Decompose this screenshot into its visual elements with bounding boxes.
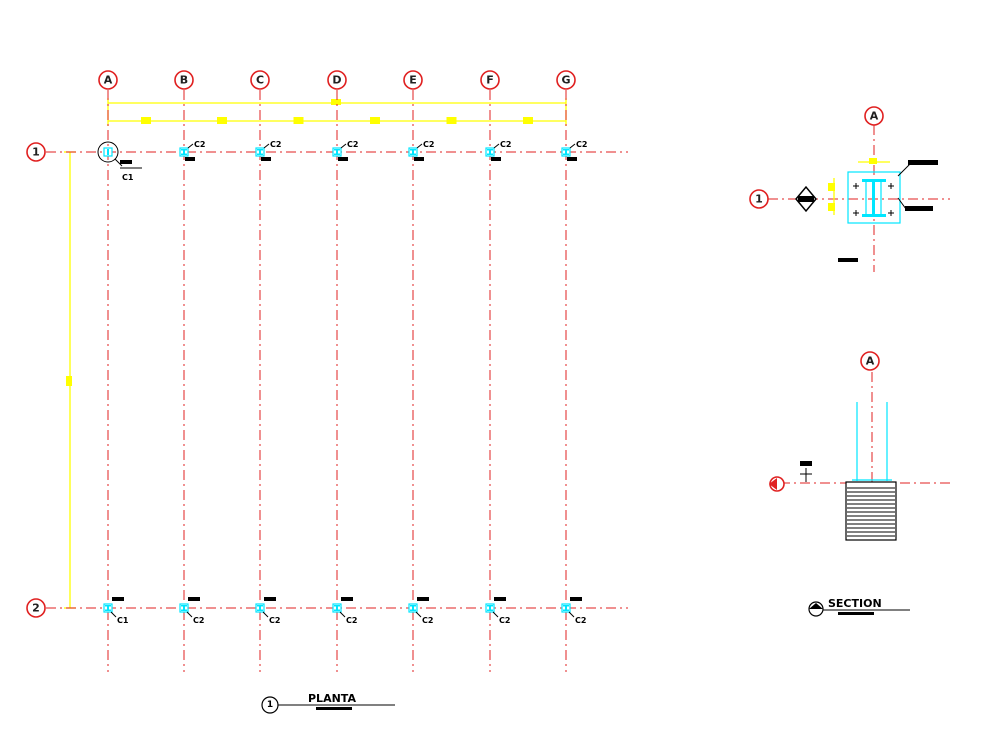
column-C2: C2 <box>485 597 510 625</box>
column-callout: C1 <box>97 141 142 182</box>
column-tag: C1 <box>122 173 134 182</box>
grid-bubble-C: C <box>250 70 270 90</box>
base-plate <box>847 171 901 224</box>
grid-bubble-E: E <box>403 70 423 90</box>
section-title-block: SECTION <box>808 597 910 617</box>
column-C2: C2 <box>561 140 587 161</box>
steel-profile <box>862 179 886 217</box>
column-C2: C2 <box>561 597 586 625</box>
span-mark <box>293 117 304 124</box>
plan-title: PLANTA <box>308 692 356 705</box>
span-mark <box>523 117 533 124</box>
column-grid-lines <box>107 90 567 672</box>
span-mark <box>446 117 457 124</box>
column-C2: C2 <box>408 597 433 625</box>
column-tag: C2 <box>422 616 433 625</box>
grid-bubble-B: B <box>174 70 194 90</box>
column-tag: C2 <box>270 140 281 149</box>
detail-row-label: 1 <box>755 193 763 206</box>
grid-bubble-1: 1 <box>26 142 46 162</box>
column-C2: C2 <box>332 140 358 161</box>
level-marker <box>769 461 812 492</box>
grid-bubble-label: D <box>332 74 341 87</box>
grid-bubble-F: F <box>480 70 500 90</box>
grid-bubble-label: B <box>180 74 188 87</box>
column-C2: C2 <box>179 140 205 161</box>
column-tag: C2 <box>346 616 357 625</box>
grid-bubble-label: E <box>409 74 417 87</box>
column-tag: C2 <box>499 616 510 625</box>
column-tag: C2 <box>269 616 280 625</box>
row-grid-bubbles: 12 <box>26 142 46 618</box>
dimension-lines <box>64 98 567 609</box>
detail-dimensions <box>828 158 890 215</box>
column-C2: C2 <box>255 597 280 625</box>
section-title: SECTION <box>828 597 882 610</box>
grid-bubble-label: 2 <box>32 602 40 615</box>
column-tag: C1 <box>117 616 129 625</box>
column-tag: C2 <box>423 140 434 149</box>
column-C2: C2 <box>179 597 204 625</box>
column-tag: C2 <box>500 140 511 149</box>
grid-bubble-G: G <box>556 70 576 90</box>
grid-bubble-A: A <box>98 70 118 90</box>
column-C2: C2 <box>485 140 511 161</box>
row-grid-lines <box>46 151 628 609</box>
detail-column-label: A <box>870 110 879 123</box>
grid-bubble-2: 2 <box>26 598 46 618</box>
anchor-bolts <box>853 183 894 216</box>
column-tag: C2 <box>194 140 205 149</box>
column-C2: C2 <box>255 140 281 161</box>
column-C2: C2 <box>332 597 357 625</box>
grid-bubble-D: D <box>327 70 347 90</box>
span-mark <box>141 117 151 124</box>
span-mark <box>217 117 227 124</box>
detail-leaders <box>838 160 938 262</box>
section-cut-marker <box>795 185 817 213</box>
grid-bubble-label: A <box>104 74 113 87</box>
column-grid-bubbles: A B C D E F G <box>98 70 576 90</box>
column-tag: C2 <box>575 616 586 625</box>
span-mark <box>370 117 380 124</box>
plan-title-number: 1 <box>267 700 273 710</box>
span-dimension-marks <box>141 117 533 124</box>
concrete-pedestal <box>845 481 897 541</box>
section-column-label: A <box>866 355 875 368</box>
column-tag: C2 <box>347 140 358 149</box>
column-tag: C2 <box>193 616 204 625</box>
steel-column <box>852 402 892 481</box>
grid-bubble-label: F <box>486 74 494 87</box>
section-view: A SECTION <box>769 351 950 617</box>
column-C2: C2 <box>408 140 434 161</box>
grid-bubble-label: 1 <box>32 146 40 159</box>
grid-bubble-label: C <box>256 74 264 87</box>
column-tag: C2 <box>576 140 587 149</box>
plan-title-block: 1 PLANTA <box>261 692 395 714</box>
column-C1: C1 <box>103 597 129 625</box>
grid-bubble-label: G <box>561 74 570 87</box>
column-base-detail: A 1 <box>749 106 950 272</box>
